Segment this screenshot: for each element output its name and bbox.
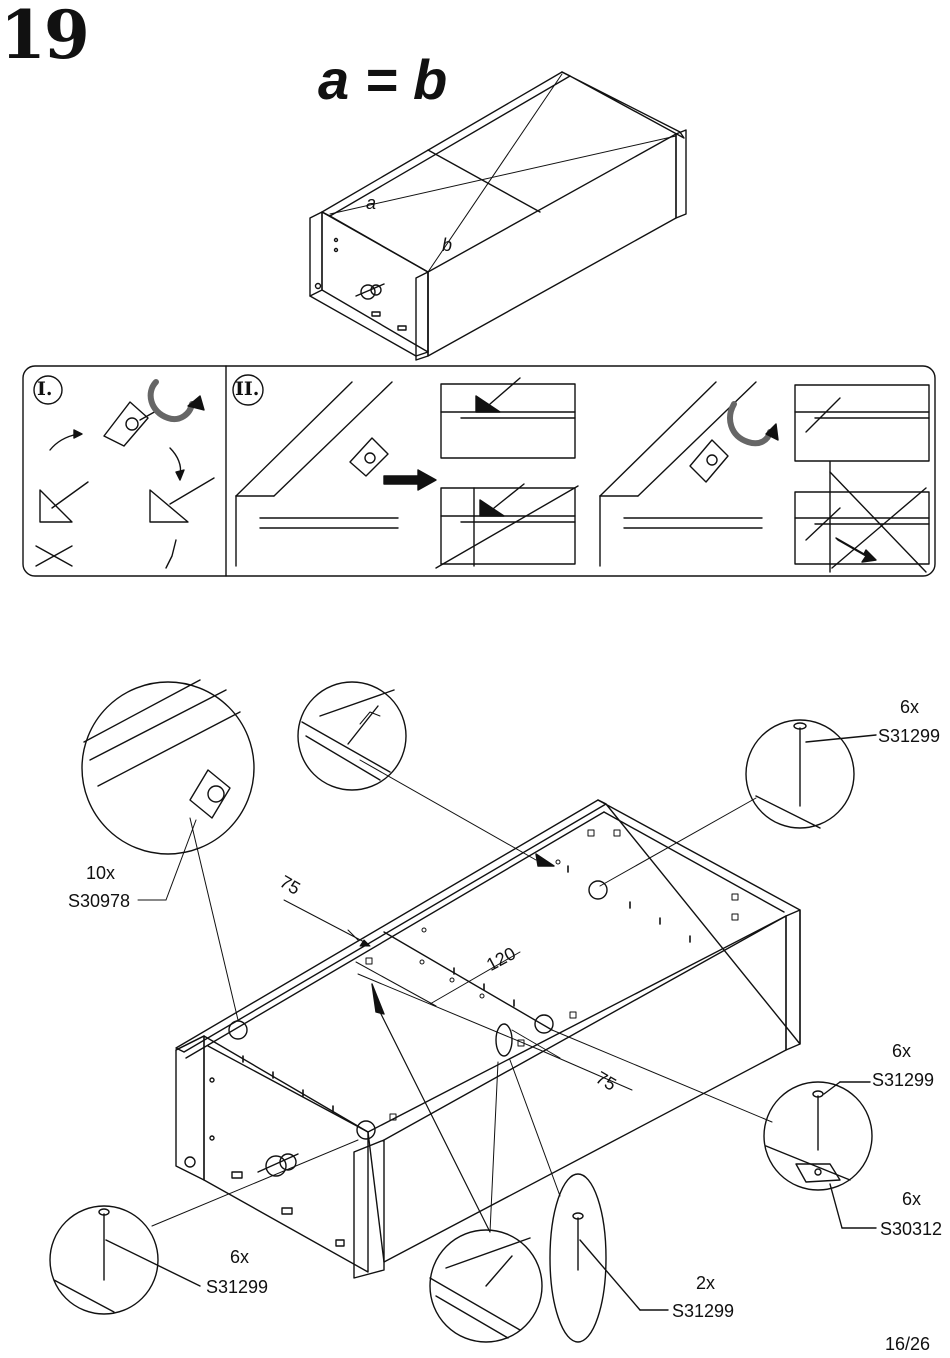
page-number: 16/26 — [885, 1334, 931, 1354]
plate-right-qty: 6x — [902, 1189, 922, 1209]
step-number: 19 — [0, 0, 90, 74]
carcass-diagonal-figure — [309, 71, 687, 361]
cam-qty: 10x — [86, 863, 116, 883]
instruction-panel — [22, 365, 936, 577]
cam-part-code: S30978 — [68, 891, 131, 911]
callout-detail-nail-top-right — [745, 719, 877, 829]
step-ii-label: II. — [235, 378, 260, 400]
callout-detail-nail-ellipse — [549, 1173, 669, 1343]
main-carcass-figure — [137, 759, 801, 1279]
nail-top-right-code: S31299 — [878, 726, 941, 746]
panel-i-cam-fitting-icon — [35, 379, 215, 569]
nail-bottom-left-code: S31299 — [206, 1277, 269, 1297]
diagonal-a-label: a — [366, 193, 377, 213]
nail-top-right-qty: 6x — [900, 697, 920, 717]
nail-bottom-left-qty: 6x — [230, 1247, 250, 1267]
nail-bottom-center-qty: 2x — [696, 1273, 716, 1293]
step-i-label: I. — [37, 378, 53, 400]
callout-detail-nail-bottom-left — [49, 1205, 201, 1315]
diagonal-equation: a = b — [318, 48, 448, 111]
nail-right-code: S31299 — [872, 1070, 935, 1090]
callout-detail-cam — [81, 679, 255, 855]
plate-right-code: S30312 — [880, 1219, 943, 1239]
nail-right-qty: 6x — [892, 1041, 912, 1061]
callout-detail-bottom-center — [429, 1229, 543, 1343]
diagonal-b-label: b — [442, 235, 453, 255]
callout-detail-top-left-nail — [297, 681, 407, 791]
panel-ii-insertion-diagrams — [235, 377, 930, 573]
nail-bottom-center-code: S31299 — [672, 1301, 735, 1321]
callout-detail-nail-right — [763, 1081, 877, 1229]
